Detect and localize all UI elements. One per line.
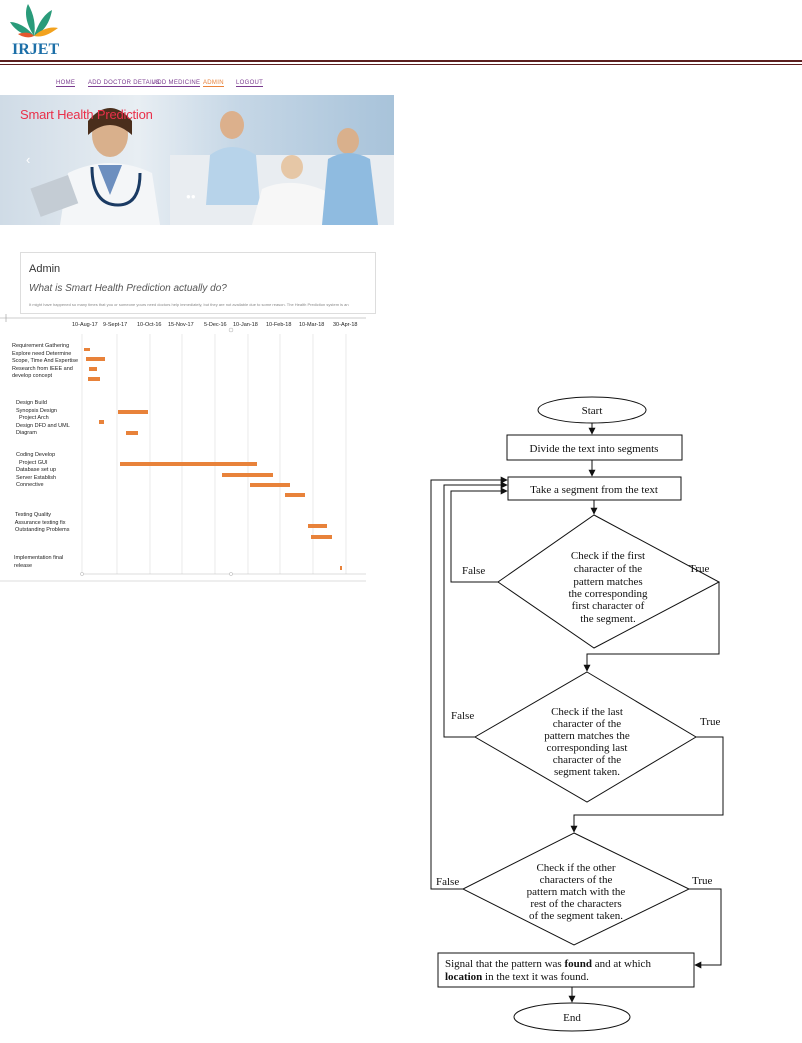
- gantt-bar: [86, 357, 105, 361]
- date-tick: 10-Oct-16: [137, 322, 161, 328]
- decision-last-char-text: Check if the last character of the patte…: [544, 706, 630, 778]
- logo-leaves-icon: [10, 4, 58, 38]
- date-tick: 10-Aug-17: [72, 322, 98, 328]
- date-tick: 10-Feb-18: [266, 322, 291, 328]
- svg-text:the segment.: the segment.: [580, 613, 636, 625]
- date-tick: 10-Mar-18: [299, 322, 324, 328]
- task-group-design: Design Build Synopsis Design Project Arc…: [16, 400, 70, 436]
- svg-text:pattern matches: pattern matches: [573, 576, 642, 588]
- start-label: Start: [582, 405, 603, 417]
- irjet-logo: IRJET: [10, 4, 59, 58]
- true-label: True: [700, 716, 720, 728]
- signal-line-2: location in the text it was found.: [445, 971, 589, 983]
- nav-logout[interactable]: LOGOUT: [236, 80, 264, 87]
- gantt-bars: [84, 348, 342, 570]
- signal-line-1: Signal that the pattern was found and at…: [445, 958, 651, 970]
- admin-body: It might have happened so many times tha…: [29, 302, 349, 307]
- decision-first-char-text: Check if the first character of the patt…: [568, 550, 648, 625]
- false-label: False: [462, 565, 485, 577]
- false-label: False: [436, 876, 459, 888]
- hero-banner: Smart Health Prediction ‹ ●●: [0, 95, 394, 225]
- logo-text: IRJET: [12, 41, 59, 58]
- gantt-bar: [118, 410, 148, 414]
- banner-title: Smart Health Prediction: [20, 107, 153, 122]
- nav-add-medicine[interactable]: ADD MEDICINE: [153, 80, 201, 87]
- decision-first-char: [497, 514, 721, 649]
- nav-admin[interactable]: ADMIN: [203, 80, 224, 87]
- svg-text:pattern match with the: pattern match with the: [527, 886, 626, 898]
- end-terminal: [513, 1002, 631, 1032]
- svg-text:corresponding last: corresponding last: [547, 742, 628, 754]
- gantt-bar: [84, 348, 90, 351]
- svg-text:character of the: character of the: [574, 563, 643, 575]
- nav-add-doctor-details[interactable]: ADD DOCTOR DETAILS: [88, 80, 160, 87]
- svg-text:Check if the first: Check if the first: [571, 550, 645, 562]
- task-group-testing: Testing Quality Assurance testing fix Ou…: [14, 512, 70, 533]
- svg-text:rest of the characters: rest of the characters: [530, 898, 621, 910]
- gantt-bar: [120, 462, 257, 466]
- svg-text:segment taken.: segment taken.: [554, 766, 620, 778]
- gantt-bar: [88, 377, 100, 381]
- gantt-chart: 10-Aug-17 9-Sept-17 10-Oct-16 15-Nov-17 …: [0, 312, 370, 587]
- hero-photo: [30, 108, 394, 225]
- step-divide-label: Divide the text into segments: [530, 443, 659, 455]
- gantt-bar: [89, 367, 97, 371]
- date-tick: 9-Sept-17: [103, 322, 127, 328]
- svg-text:Check if the last: Check if the last: [551, 706, 623, 718]
- svg-text:first character of: first character of: [572, 600, 645, 612]
- date-tick: 5-Dec-16: [204, 322, 227, 328]
- false-label: False: [451, 710, 474, 722]
- gantt-bar: [340, 566, 342, 570]
- gantt-bar: [126, 431, 138, 435]
- decision-other-chars-text: Check if the other characters of the pat…: [527, 862, 626, 922]
- admin-panel: Admin What is Smart Health Prediction ac…: [20, 252, 376, 314]
- true-label: True: [689, 563, 709, 575]
- end-label: End: [563, 1012, 581, 1024]
- svg-text:characters of the: characters of the: [540, 874, 613, 886]
- svg-text:character of the: character of the: [553, 754, 622, 766]
- true-label: True: [692, 875, 712, 887]
- gantt-bar: [99, 420, 104, 424]
- admin-question: What is Smart Health Prediction actually…: [29, 283, 227, 294]
- task-group-coding: Coding Develop Project GUI Database set …: [16, 452, 57, 488]
- step-take-label: Take a segment from the text: [530, 484, 658, 496]
- slider-dots-icon[interactable]: ●●: [186, 192, 196, 201]
- step-signal-found: [437, 952, 695, 988]
- svg-text:the corresponding: the corresponding: [568, 588, 648, 600]
- chevron-left-icon[interactable]: ‹: [26, 152, 31, 167]
- gantt-bar: [308, 524, 327, 528]
- step-divide: [506, 434, 683, 461]
- svg-text:of the segment taken.: of the segment taken.: [529, 910, 623, 922]
- svg-text:Check if the other: Check if the other: [536, 862, 615, 874]
- header-rule: [0, 60, 802, 62]
- date-tick: 10-Jan-18: [233, 322, 258, 328]
- task-group-implementation: Implementation final release: [14, 555, 64, 569]
- header-rule-thin: [0, 64, 802, 65]
- decision-last-char: [474, 671, 697, 803]
- svg-text:character of the: character of the: [553, 718, 622, 730]
- nav-home[interactable]: HOME: [56, 80, 76, 87]
- decision-other-chars: [461, 832, 691, 946]
- gantt-bar: [285, 493, 305, 497]
- gantt-bar: [222, 473, 273, 477]
- site-nav: HOME ADD DOCTOR DETAILS ADD MEDICINE ADM…: [20, 70, 394, 94]
- gantt-grid: 10-Aug-17 9-Sept-17 10-Oct-16 15-Nov-17 …: [0, 314, 366, 582]
- pattern-matching-flowchart: Start Divide the text into segments Take…: [430, 396, 724, 1032]
- task-group-requirements: Requirement Gathering Explore need Deter…: [12, 343, 79, 379]
- date-tick: 30-Apr-18: [333, 322, 357, 328]
- svg-text:pattern matches the: pattern matches the: [544, 730, 630, 742]
- gantt-bar: [311, 535, 332, 539]
- admin-title: Admin: [29, 263, 61, 275]
- gantt-bar: [250, 483, 290, 487]
- date-tick: 15-Nov-17: [168, 322, 194, 328]
